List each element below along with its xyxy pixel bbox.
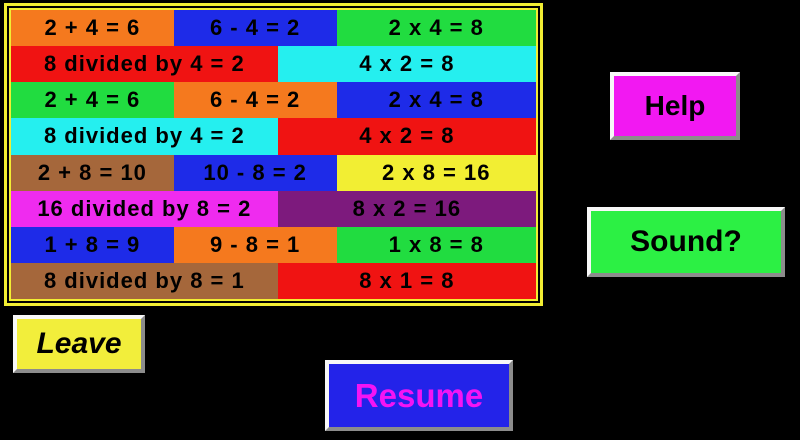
equation-row-3: 2 + 4 = 6 6 - 4 = 2 2 x 4 = 8: [11, 82, 536, 119]
equation-row-7: 1 + 8 = 9 9 - 8 = 1 1 x 8 = 8: [11, 226, 536, 263]
sound-button[interactable]: Sound?: [587, 207, 785, 277]
equation-cell[interactable]: 2 x 4 = 8: [336, 10, 536, 47]
equation-cell[interactable]: 9 - 8 = 1: [173, 226, 337, 263]
equation-cell[interactable]: 8 divided by 4 = 2: [11, 46, 278, 83]
equation-board: 2 + 4 = 6 6 - 4 = 2 2 x 4 = 8 8 divided …: [4, 3, 543, 306]
equation-row-6: 16 divided by 8 = 2 8 x 2 = 16: [11, 190, 536, 227]
help-button[interactable]: Help: [610, 72, 740, 140]
resume-button[interactable]: Resume: [325, 360, 513, 431]
leave-button[interactable]: Leave: [13, 315, 145, 373]
equation-row-5: 2 + 8 = 10 10 - 8 = 2 2 x 8 = 16: [11, 154, 536, 191]
equation-cell[interactable]: 8 divided by 8 = 1: [11, 262, 278, 299]
equation-cell[interactable]: 1 + 8 = 9: [11, 226, 174, 263]
equation-cell[interactable]: 10 - 8 = 2: [173, 154, 337, 191]
equation-cell[interactable]: 4 x 2 = 8: [277, 118, 536, 155]
equation-board-inner: 2 + 4 = 6 6 - 4 = 2 2 x 4 = 8 8 divided …: [7, 6, 540, 303]
equation-cell[interactable]: 6 - 4 = 2: [173, 82, 337, 119]
equation-cell[interactable]: 2 + 4 = 6: [11, 10, 174, 47]
equation-row-2: 8 divided by 4 = 2 4 x 2 = 8: [11, 46, 536, 83]
equation-cell[interactable]: 6 - 4 = 2: [173, 10, 337, 47]
equation-row-1: 2 + 4 = 6 6 - 4 = 2 2 x 4 = 8: [11, 10, 536, 47]
equation-cell[interactable]: 2 x 4 = 8: [336, 82, 536, 119]
equation-row-8: 8 divided by 8 = 1 8 x 1 = 8: [11, 262, 536, 299]
equation-cell[interactable]: 8 divided by 4 = 2: [11, 118, 278, 155]
equation-cell[interactable]: 1 x 8 = 8: [336, 226, 536, 263]
equation-row-4: 8 divided by 4 = 2 4 x 2 = 8: [11, 118, 536, 155]
equation-cell[interactable]: 4 x 2 = 8: [277, 46, 536, 83]
equation-cell[interactable]: 8 x 2 = 16: [277, 190, 536, 227]
equation-cell[interactable]: 2 x 8 = 16: [336, 154, 536, 191]
equation-cell[interactable]: 16 divided by 8 = 2: [11, 190, 278, 227]
equation-cell[interactable]: 2 + 4 = 6: [11, 82, 174, 119]
equation-cell[interactable]: 2 + 8 = 10: [11, 154, 174, 191]
equation-cell[interactable]: 8 x 1 = 8: [277, 262, 536, 299]
